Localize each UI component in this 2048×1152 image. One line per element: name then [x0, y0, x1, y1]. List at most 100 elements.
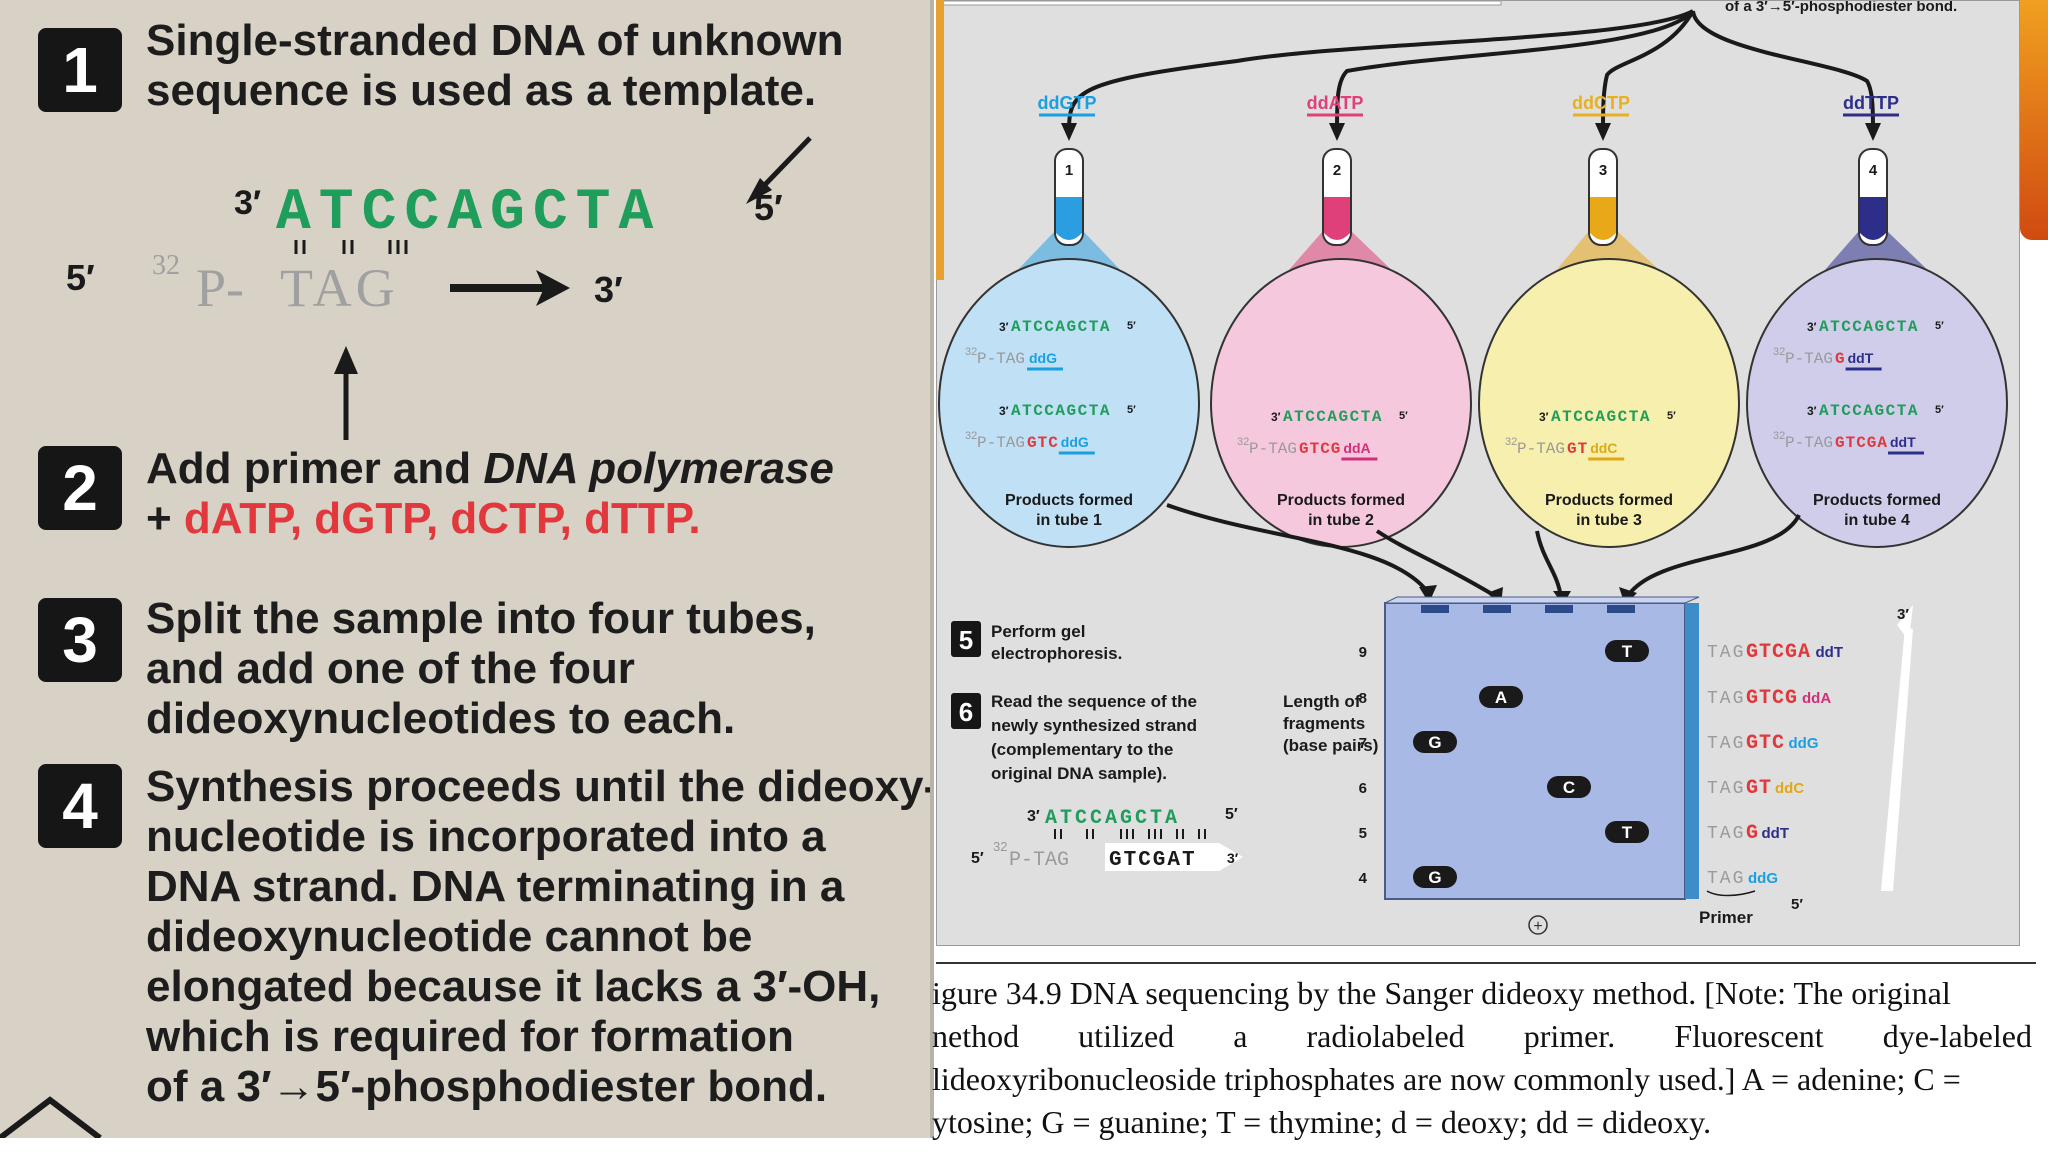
svg-text:32: 32: [1505, 436, 1517, 448]
step-4-number: 4: [38, 764, 122, 848]
ladder-primer: TAG: [1707, 824, 1745, 844]
ladder-primer: TAG: [1707, 779, 1745, 799]
fragment-primer: P-TAG: [1249, 440, 1297, 458]
fragment-terminator: ddT: [1890, 434, 1916, 450]
svg-text:32: 32: [1773, 430, 1785, 442]
fragment-terminator: ddT: [1848, 350, 1874, 366]
step-5-number: 5: [959, 625, 973, 655]
gel-band-T: T: [1605, 821, 1649, 843]
svg-text:T: T: [1622, 823, 1633, 842]
bubble-caption-4: Products formed: [1813, 492, 1941, 509]
svg-text:3′: 3′: [1539, 410, 1549, 424]
step-2-number: 2: [38, 446, 122, 530]
fragment-extension: G: [1835, 350, 1846, 368]
fragment-template: ATCCAGCTA: [1283, 408, 1383, 426]
step-6-line-2: newly synthesized strand: [991, 716, 1197, 735]
read-template-5prime: 5′: [1225, 806, 1238, 823]
ladder-terminator: ddC: [1775, 780, 1804, 797]
ladder-extension: GTCG: [1746, 687, 1798, 710]
ladder-extension: GTCGA: [1746, 641, 1811, 664]
fragment-template: ATCCAGCTA: [1819, 318, 1919, 336]
primer-label: Primer: [1699, 908, 1753, 927]
fragment-primer: P-TAG: [1517, 440, 1565, 458]
svg-text:3′: 3′: [999, 404, 1009, 418]
template-sequence: 3′ ATCCAGCTA 5′: [234, 174, 794, 242]
svg-text:T: T: [1622, 642, 1633, 661]
bubble-caption-3: Products formed: [1545, 492, 1673, 509]
gel-row-9: 9: [1359, 644, 1367, 661]
step-6-line-4: original DNA sample).: [991, 764, 1167, 783]
step-5-line-2: electrophoresis.: [991, 644, 1122, 663]
length-label-2: fragments: [1283, 714, 1365, 733]
caption-line-3: lideoxyribonucleoside triphosphates are …: [932, 1058, 2032, 1101]
nucleotide-label-1: ddGTP: [1038, 93, 1097, 113]
length-label-1: Length of: [1283, 692, 1361, 711]
ladder-3prime: 3′: [1897, 606, 1909, 623]
svg-text:5′: 5′: [1127, 320, 1136, 332]
svg-text:G: G: [1428, 733, 1441, 752]
pointer-arrow: [740, 132, 820, 212]
step-2-text: Add primer and DNA polymerase + dATP, dG…: [146, 444, 926, 544]
gel-row-6: 6: [1359, 780, 1367, 797]
svg-text:+: +: [1533, 918, 1542, 935]
fragment-terminator: ddA: [1343, 440, 1370, 456]
read-template-bases: ATCCAGCTA: [1045, 807, 1180, 830]
template-3prime: 3′: [234, 184, 261, 222]
ladder-5prime: 5′: [1791, 896, 1803, 913]
fragment-terminator: ddG: [1061, 434, 1089, 450]
ladder-terminator: ddG: [1748, 870, 1778, 887]
read-primer-isotope: 32: [993, 839, 1007, 854]
read-primer-bases: P-TAG: [1009, 849, 1069, 872]
ladder-terminator: ddT: [1762, 825, 1790, 842]
tube-number-3: 3: [1599, 162, 1607, 179]
svg-text:C: C: [1563, 778, 1575, 797]
fragment-primer: P-TAG: [1785, 434, 1833, 452]
step-6-number: 6: [959, 697, 973, 727]
svg-text:32: 32: [965, 346, 977, 358]
ladder-primer: TAG: [1707, 734, 1745, 754]
svg-text:5′: 5′: [1935, 320, 1944, 332]
caption-line-1: igure 34.9 DNA sequencing by the Sanger …: [932, 972, 2032, 1015]
bubble-caption-1-b: in tube 1: [1036, 512, 1102, 529]
gel-band-G: G: [1413, 731, 1457, 753]
step-3-number: 3: [38, 598, 122, 682]
nucleotide-label-2: ddATP: [1307, 93, 1364, 113]
fragment-template: ATCCAGCTA: [1819, 402, 1919, 420]
ladder-fragment: TAGGTddC: [1707, 777, 1804, 800]
ladder-terminator: ddA: [1802, 690, 1831, 707]
read-template-3prime: 3′: [1027, 808, 1040, 825]
ladder-fragment: TAGGTCddG: [1707, 732, 1819, 755]
orange-accent-bar: [936, 0, 944, 280]
fragment-template: ATCCAGCTA: [1011, 402, 1111, 420]
step-4-text: Synthesis proceeds until the dideoxy- nu…: [146, 762, 926, 1112]
caption-rule: [936, 962, 2036, 964]
sequencing-figure: of a 3′→5′-phosphodiester bond. ddGTPddA…: [936, 0, 2020, 946]
gel-band-A: A: [1479, 686, 1523, 708]
tube-number-4: 4: [1869, 162, 1878, 179]
fragment-extension: GTCGA: [1835, 434, 1888, 452]
caption-line-2: nethod utilized a radiolabeled primer. F…: [932, 1015, 2032, 1058]
fragment-terminator: ddG: [1029, 350, 1057, 366]
fragment-template: ATCCAGCTA: [1011, 318, 1111, 336]
bubble-caption-2: Products formed: [1277, 492, 1405, 509]
primer-sequence: 5′ 32 P- TAG 3′: [58, 244, 668, 322]
ladder-extension: GTC: [1746, 732, 1785, 755]
bubble-caption-1: Products formed: [1005, 492, 1133, 509]
ladder-primer: TAG: [1707, 869, 1745, 889]
read-primer-3prime: 3′: [1227, 850, 1239, 866]
steps-panel: 1 Single-stranded DNA of unknown sequenc…: [0, 0, 934, 1138]
tube-liquid-2: [1324, 197, 1350, 240]
tube-liquid-3: [1590, 197, 1616, 240]
gel-edge: [1685, 603, 1699, 899]
primer-3prime: 3′: [594, 269, 623, 310]
svg-text:32: 32: [1773, 346, 1785, 358]
svg-text:3′: 3′: [1807, 404, 1817, 418]
ladder-primer: TAG: [1707, 689, 1745, 709]
cropped-image-edge: [2020, 0, 2048, 240]
tube-liquid-1: [1056, 197, 1082, 240]
fragment-template: ATCCAGCTA: [1551, 408, 1651, 426]
read-primer-5prime: 5′: [971, 850, 984, 867]
